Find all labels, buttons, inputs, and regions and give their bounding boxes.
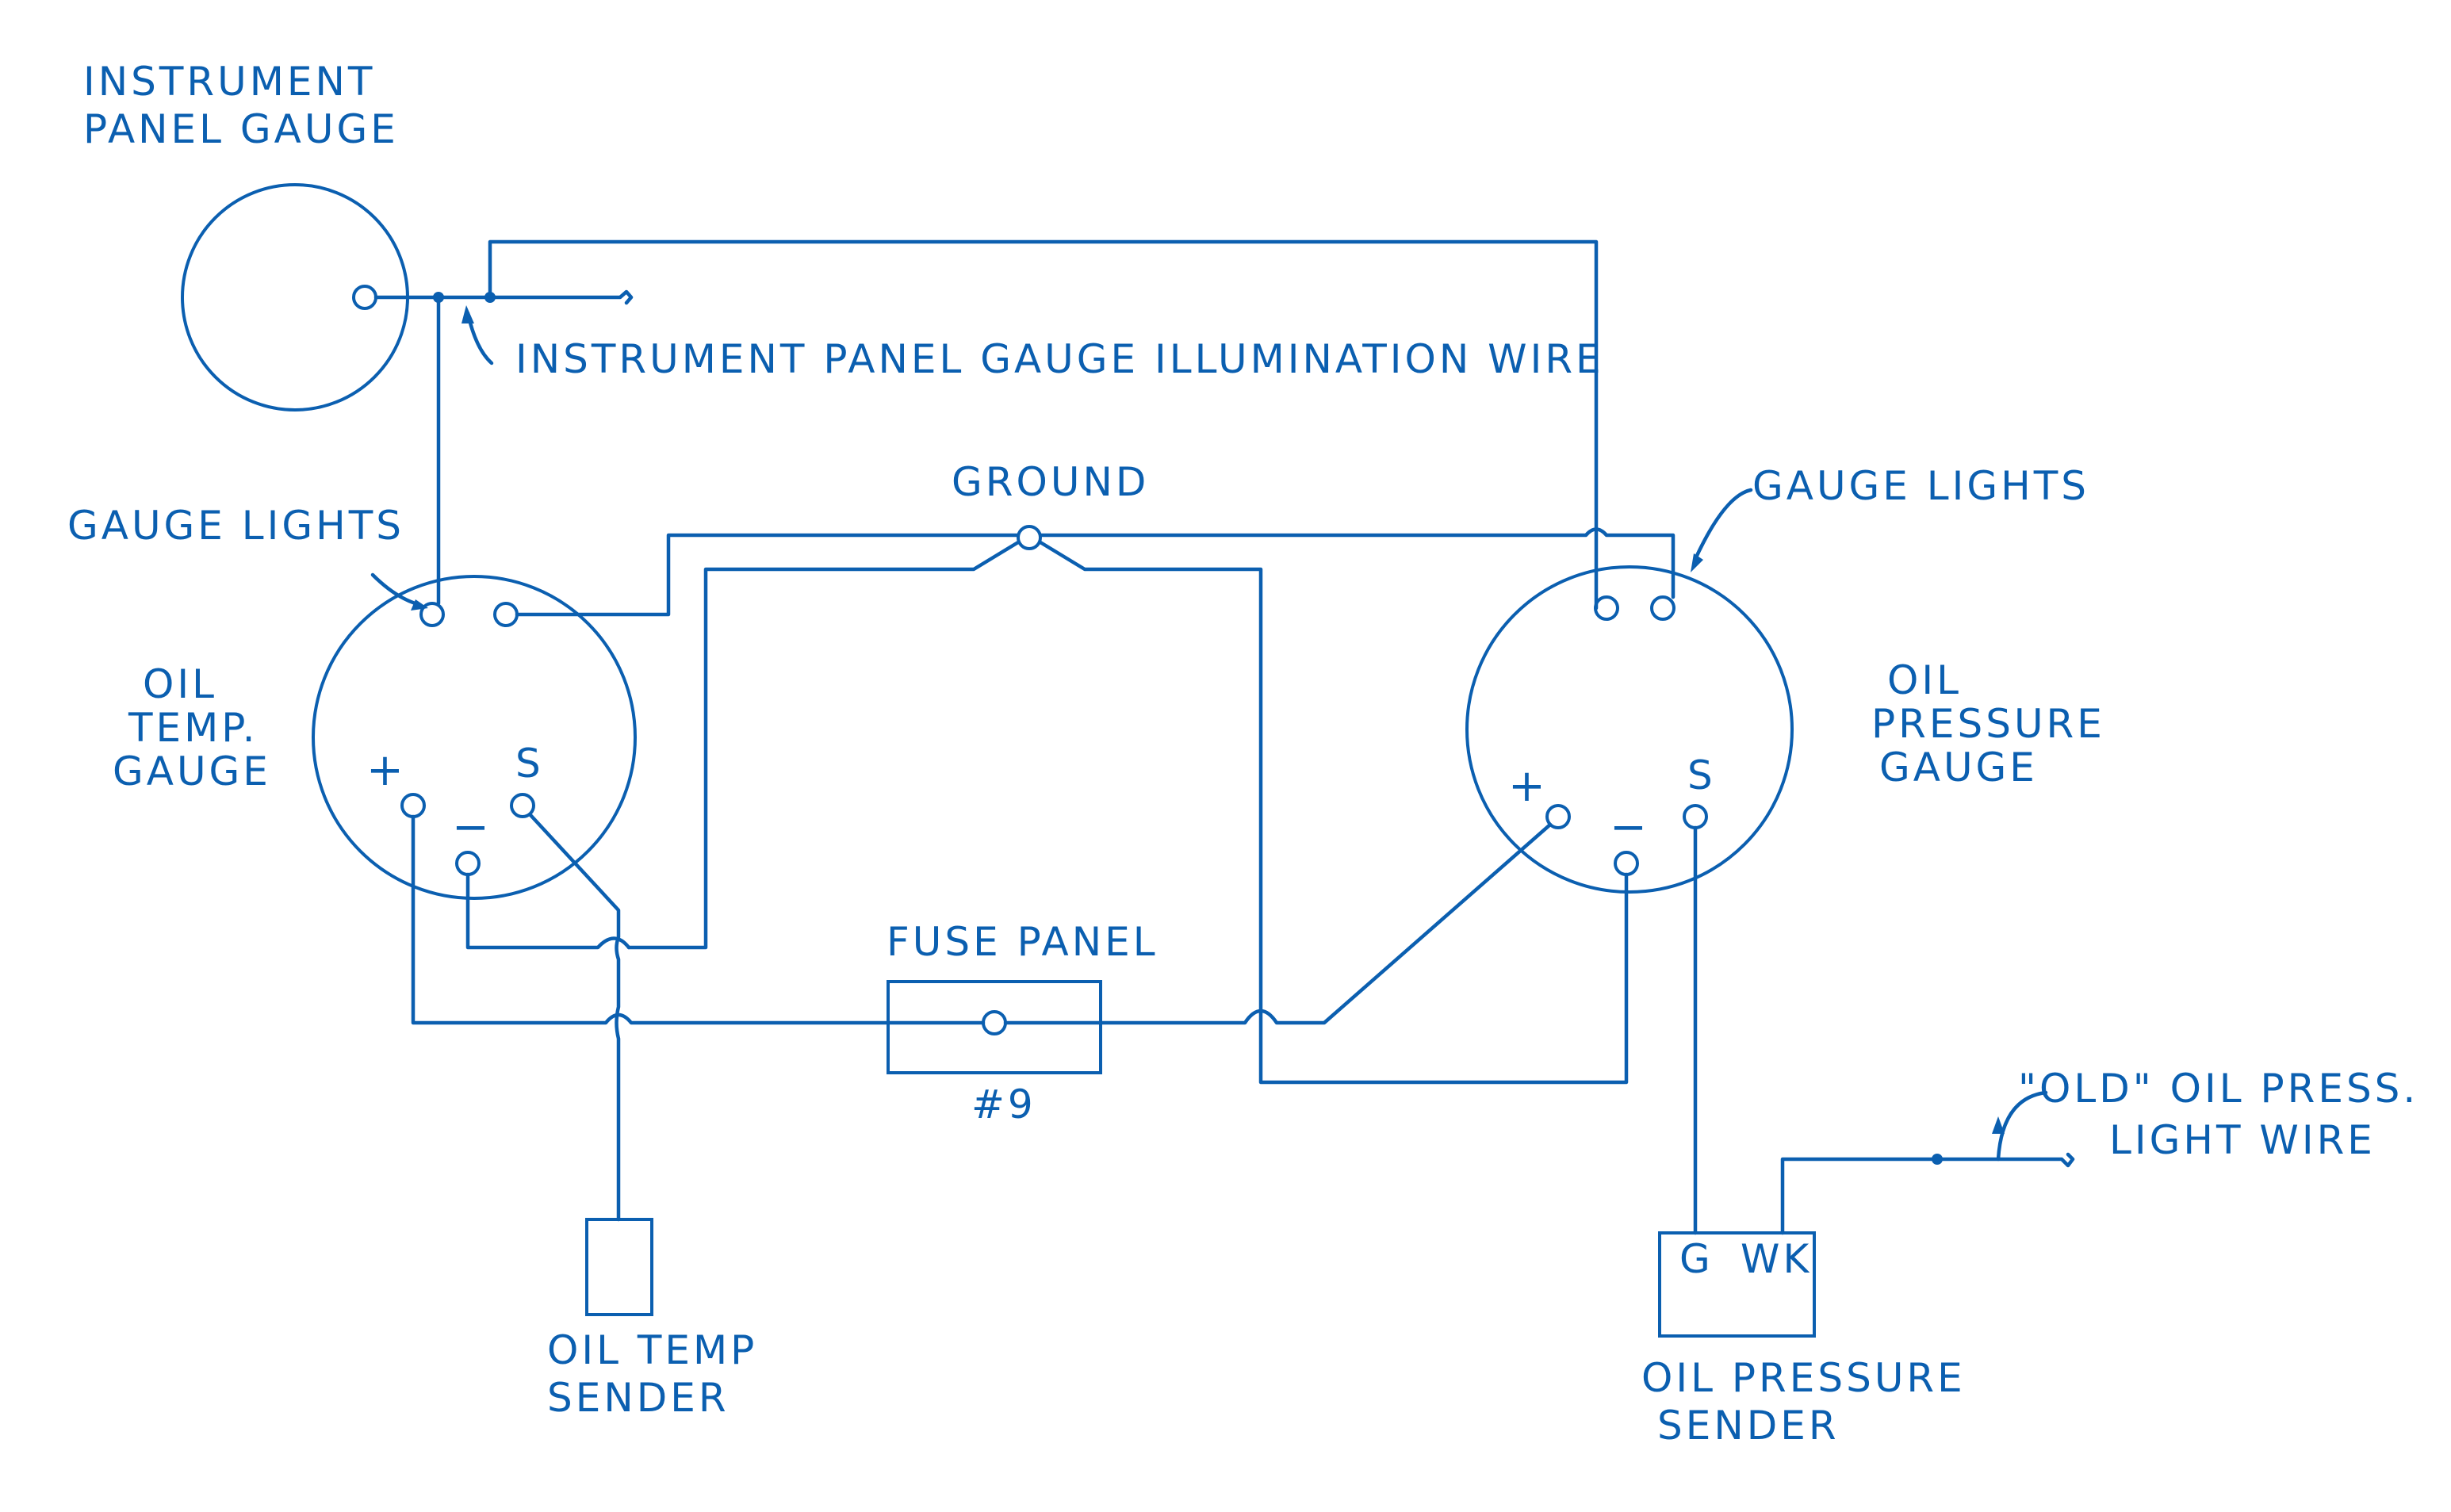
oil-pressure-gauge-label-line3: GAUGE <box>1879 745 2038 790</box>
gauge-lights-label-right: GAUGE LIGHTS <box>1752 463 2089 509</box>
oil-temp-gauge-label-line3: GAUGE <box>113 748 271 794</box>
temp-minus-wire <box>465 872 631 950</box>
oil-temp-minus-label: − <box>452 802 489 853</box>
old-wire-label-line1: "OLD" OIL PRESS. <box>2018 1066 2418 1112</box>
instrument-panel-gauge <box>181 183 409 411</box>
ground-terminal <box>1017 525 1042 550</box>
junction-dot <box>484 292 496 303</box>
oil-pressure-sender-label-line2: SENDER <box>1657 1403 1840 1449</box>
oil-pressure-gauge-minus-terminal <box>1614 851 1639 876</box>
illumination-to-pressure-lights-wire <box>488 239 1599 611</box>
temp-s-to-sender-wire <box>528 813 621 1222</box>
oil-pressure-gauge-label-line2: PRESSURE <box>1871 701 2105 747</box>
illumination-arrowhead <box>461 305 474 323</box>
ground-label: GROUND <box>952 459 1149 505</box>
temp-lights-to-pressure-lights-wire <box>515 527 1675 617</box>
oil-pressure-s-label: S <box>1687 752 1716 798</box>
oil-pressure-minus-label: − <box>1610 802 1647 853</box>
fuse-panel-terminal <box>982 1010 1007 1035</box>
ground-wire-right <box>1038 540 1629 1085</box>
oil-pressure-gauge-plus-terminal <box>1545 804 1571 829</box>
illumination-wire <box>373 289 634 305</box>
fuse-panel-label: FUSE PANEL <box>887 919 1158 965</box>
oil-temp-gauge-s-terminal <box>510 793 535 818</box>
oil-temp-sender-label-line2: SENDER <box>547 1375 730 1421</box>
fuse-to-pressure-plus-wire <box>1003 822 1553 1025</box>
oil-temp-gauge <box>312 575 637 900</box>
instrument-panel-gauge-terminal <box>352 285 377 310</box>
oil-temp-gauge-minus-terminal <box>455 851 481 876</box>
oil-pressure-gauge <box>1465 565 1794 894</box>
old-wire-label-line2: LIGHT WIRE <box>2109 1117 2376 1163</box>
oil-temp-gauge-light-terminal-1 <box>419 602 445 627</box>
gauge-lights-label-left: GAUGE LIGHTS <box>67 503 404 549</box>
junction-dot <box>1932 1154 1943 1165</box>
oil-temp-plus-label: + <box>366 745 404 796</box>
sender-g-label: G <box>1679 1236 1714 1282</box>
oil-temp-sender <box>585 1218 653 1316</box>
fuse-panel <box>887 980 1102 1074</box>
oil-pressure-gauge-s-terminal <box>1683 804 1708 829</box>
oil-pressure-sender-label-line1: OIL PRESSURE <box>1641 1355 1966 1401</box>
gauge-lights-pointer-right <box>1693 488 1753 561</box>
gauge-lights-arrowhead-right <box>1691 553 1703 572</box>
old-wire-pointer <box>1996 1090 2048 1162</box>
instrument-panel-gauge-label-line1: INSTRUMENT <box>83 59 375 105</box>
illumination-wire-label: INSTRUMENT PANEL GAUGE ILLUMINATION WIRE <box>515 336 1604 382</box>
gauge-lights-arrowhead-left <box>411 599 428 611</box>
oil-temp-s-label: S <box>515 741 544 787</box>
ground-wire <box>626 540 1021 950</box>
old-light-wire <box>1780 1152 2075 1235</box>
old-wire-arrowhead <box>1992 1116 2005 1134</box>
oil-pressure-plus-label: + <box>1508 760 1545 812</box>
oil-temp-gauge-plus-terminal <box>400 793 426 818</box>
instrument-panel-gauge-label-line2: PANEL GAUGE <box>83 106 399 152</box>
fuse-number-label: #9 <box>971 1081 1036 1127</box>
oil-temp-gauge-label-line2: TEMP. <box>128 705 259 751</box>
oil-temp-sender-label-line1: OIL TEMP <box>547 1327 757 1373</box>
junction-dot <box>433 292 444 303</box>
oil-pressure-gauge-light-terminal-1 <box>1594 595 1619 621</box>
temp-plus-to-fuse-wire <box>411 814 986 1025</box>
sender-wk-label: WK <box>1741 1236 1812 1282</box>
wiring <box>370 239 2075 1235</box>
oil-pressure-gauge-label-line1: OIL <box>1887 657 1962 703</box>
oil-temp-gauge-light-terminal-2 <box>493 602 519 627</box>
oil-pressure-gauge-light-terminal-2 <box>1650 595 1675 621</box>
oil-pressure-sender <box>1658 1231 1816 1338</box>
labels: INSTRUMENT PANEL GAUGE INSTRUMENT PANEL … <box>67 59 2418 1449</box>
oil-temp-gauge-label-line1: OIL <box>143 661 217 707</box>
